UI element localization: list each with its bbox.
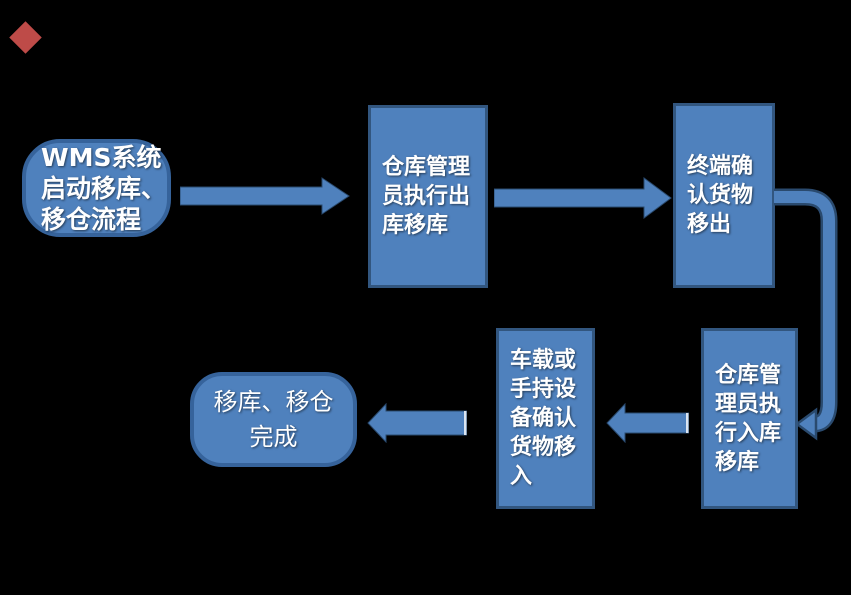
node-text-line: 移出 <box>687 212 732 237</box>
arrowhead-left-icon <box>794 407 818 441</box>
arrow-device-to-complete <box>367 403 467 443</box>
node-text-line: 仓库管理 <box>382 155 471 180</box>
node-text-line: 认货物 <box>687 183 754 208</box>
node-text-line: 启动移库、 <box>41 173 167 203</box>
arrow-outbound-to-terminal <box>494 177 672 219</box>
block-arrow-right-icon <box>494 177 672 219</box>
arrow-inbound-to-device <box>606 403 689 443</box>
arrow-start-to-outbound <box>180 177 350 215</box>
arrow-tail-highlight <box>464 411 467 435</box>
node-text-line: 行入库 <box>715 420 782 446</box>
node-text-line: 入 <box>510 464 533 489</box>
node-text-line: 移库、移仓 <box>213 387 334 416</box>
elbow-connector <box>774 191 835 430</box>
flow-node-terminal-confirm-out: 终端确 认货物 移出 <box>673 103 775 288</box>
arrow-tail-highlight <box>686 413 689 433</box>
node-text-line: 移库 <box>715 449 760 475</box>
node-text-line: WMS系统 <box>41 142 162 172</box>
node-text-line: 货物移 <box>510 435 577 460</box>
node-text-line: 移仓流程 <box>41 204 142 234</box>
flow-node-device-confirm-in: 车载或 手持设 备确认 货物移 入 <box>496 328 595 509</box>
node-text-line: 终端确 <box>687 154 754 179</box>
diamond-bullet-icon <box>9 21 42 54</box>
flow-node-outbound-move: 仓库管理 员执行出 库移库 <box>368 105 488 288</box>
node-text-line: 手持设 <box>510 377 577 402</box>
arrow-terminal-to-inbound <box>774 188 838 441</box>
node-text-line: 备确认 <box>510 406 577 431</box>
node-text-line: 员执行出 <box>382 184 471 209</box>
node-text-line: 完成 <box>249 422 298 451</box>
flow-node-start: WMS系统 启动移库、 移仓流程 <box>22 139 171 237</box>
node-text-line: 仓库管 <box>715 362 782 388</box>
node-text-line: 库移库 <box>382 213 449 238</box>
flow-node-complete: 移库、移仓 完成 <box>190 372 357 467</box>
block-arrow-right-icon <box>180 177 350 215</box>
flow-node-inbound-move: 仓库管 理员执 行入库 移库 <box>701 328 798 509</box>
node-text-line: 理员执 <box>715 391 782 417</box>
block-arrow-left-icon <box>606 403 689 443</box>
node-text-line: 车载或 <box>510 348 577 373</box>
block-arrow-left-icon <box>367 403 467 443</box>
